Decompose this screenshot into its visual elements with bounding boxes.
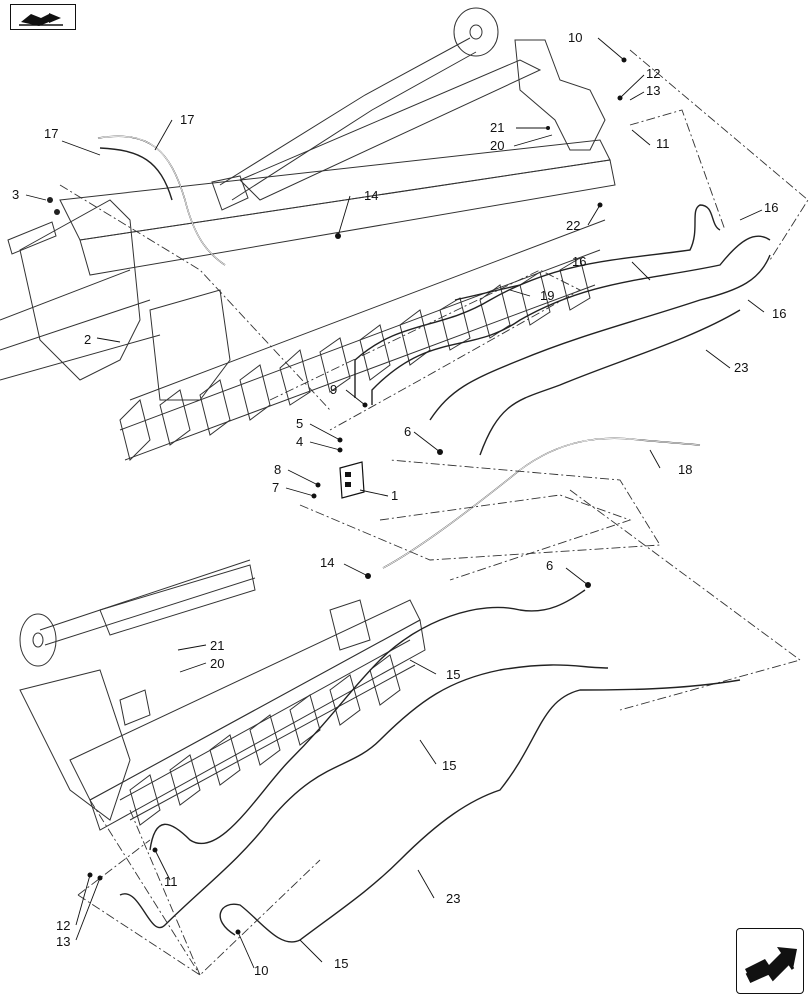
upper-hoses <box>97 135 771 569</box>
callout-17-a: 17 <box>44 126 58 141</box>
callout-5: 5 <box>296 416 303 431</box>
next-page-arrow-icon <box>745 947 797 983</box>
callout-10-lower: 10 <box>254 963 268 978</box>
upper-row-units <box>119 219 606 461</box>
callout-16-b: 16 <box>572 254 586 269</box>
callout-20-lower: 20 <box>210 656 224 671</box>
callout-16-c: 16 <box>772 306 786 321</box>
callout-21-lower: 21 <box>210 638 224 653</box>
upper-frame <box>0 7 616 461</box>
callout-11-lower: 11 <box>164 874 178 889</box>
callout-17-b: 17 <box>180 112 194 127</box>
nav-previous-button[interactable] <box>10 4 76 30</box>
nav-next-button[interactable] <box>736 928 804 994</box>
lower-dashed-lines <box>77 799 321 976</box>
callout-22: 22 <box>566 218 580 233</box>
callout-15-a: 15 <box>446 667 460 682</box>
callout-15-c: 15 <box>334 956 348 971</box>
callout-19: 19 <box>540 288 554 303</box>
book-arrow-icon <box>19 13 63 26</box>
upper-dashed-lines <box>59 49 809 711</box>
callout-6-upper: 6 <box>404 424 411 439</box>
callout-4: 4 <box>296 434 303 449</box>
lower-hoses <box>119 589 741 943</box>
callout-21-upper: 21 <box>490 120 504 135</box>
callout-1: 1 <box>391 488 398 503</box>
lower-row-units <box>119 639 416 826</box>
part-markers <box>87 57 627 935</box>
callout-14-lower: 14 <box>320 555 334 570</box>
callout-16-a: 16 <box>764 200 778 215</box>
callout-labels: 1 2 3 4 5 6 6 7 8 9 10 10 11 11 12 12 13… <box>12 30 786 978</box>
callout-23-lower: 23 <box>446 891 460 906</box>
lower-frame <box>19 559 426 831</box>
callout-12-lower: 12 <box>56 918 70 933</box>
callout-9: 9 <box>330 382 337 397</box>
callout-15-b: 15 <box>442 758 456 773</box>
callout-12-upper: 12 <box>646 66 660 81</box>
callout-13-upper: 13 <box>646 83 660 98</box>
callout-3: 3 <box>12 187 19 202</box>
callout-10-upper: 10 <box>568 30 582 45</box>
leader-lines <box>25 37 765 969</box>
callout-6-lower: 6 <box>546 558 553 573</box>
callout-2: 2 <box>84 332 91 347</box>
callout-7: 7 <box>272 480 279 495</box>
callout-18: 18 <box>678 462 692 477</box>
callout-11-upper: 11 <box>656 136 670 151</box>
callout-23-upper: 23 <box>734 360 748 375</box>
callout-8: 8 <box>274 462 281 477</box>
callout-20-upper: 20 <box>490 138 504 153</box>
callout-13-lower: 13 <box>56 934 70 949</box>
callout-14-upper: 14 <box>364 188 378 203</box>
